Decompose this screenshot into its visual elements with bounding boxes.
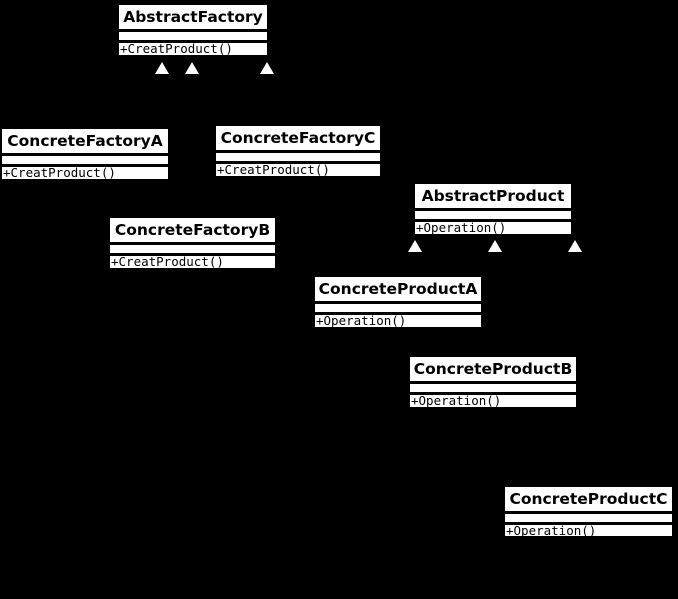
class-method: +Operation() [415,222,571,234]
class-method: +CreatProduct() [110,256,275,268]
class-title: ConcreteFactoryC [216,126,380,153]
class-box-abstract-product: AbstractProduct +Operation() [413,182,573,236]
class-title: ConcreteFactoryA [2,129,168,156]
class-box-abstract-factory: AbstractFactory +CreatProduct() [117,3,269,57]
inheritance-triangle-up-icon [260,62,274,74]
class-attributes-section [110,245,275,256]
class-attributes-section [415,211,571,222]
class-title: ConcreteProductB [410,357,576,384]
class-method: +CreatProduct() [119,43,267,55]
class-method: +Operation() [410,395,576,407]
class-method: +CreatProduct() [216,164,380,176]
inheritance-triangle-up-icon [185,62,199,74]
class-title: ConcreteFactoryB [110,218,275,245]
class-box-concrete-product-b: ConcreteProductB +Operation() [408,355,578,409]
class-title: ConcreteProductC [505,487,672,514]
class-attributes-section [119,32,267,43]
class-box-concrete-factory-b: ConcreteFactoryB +CreatProduct() [108,216,277,270]
class-box-concrete-product-a: ConcreteProductA +Operation() [313,275,483,329]
inheritance-triangle-up-icon [408,240,422,252]
class-title: AbstractFactory [119,5,267,32]
class-title: ConcreteProductA [315,277,481,304]
class-attributes-section [315,304,481,315]
inheritance-triangle-up-icon [568,240,582,252]
inheritance-triangle-up-icon [488,240,502,252]
class-attributes-section [410,384,576,395]
class-attributes-section [216,153,380,164]
class-box-concrete-factory-c: ConcreteFactoryC +CreatProduct() [214,124,382,178]
class-method: +CreatProduct() [2,167,168,179]
class-attributes-section [505,514,672,525]
class-method: +Operation() [505,525,672,536]
inheritance-triangle-up-icon [155,62,169,74]
class-box-concrete-factory-a: ConcreteFactoryA +CreatProduct() [0,127,170,181]
class-box-concrete-product-c: ConcreteProductC +Operation() [503,485,674,538]
class-method: +Operation() [315,315,481,327]
class-title: AbstractProduct [415,184,571,211]
class-attributes-section [2,156,168,167]
